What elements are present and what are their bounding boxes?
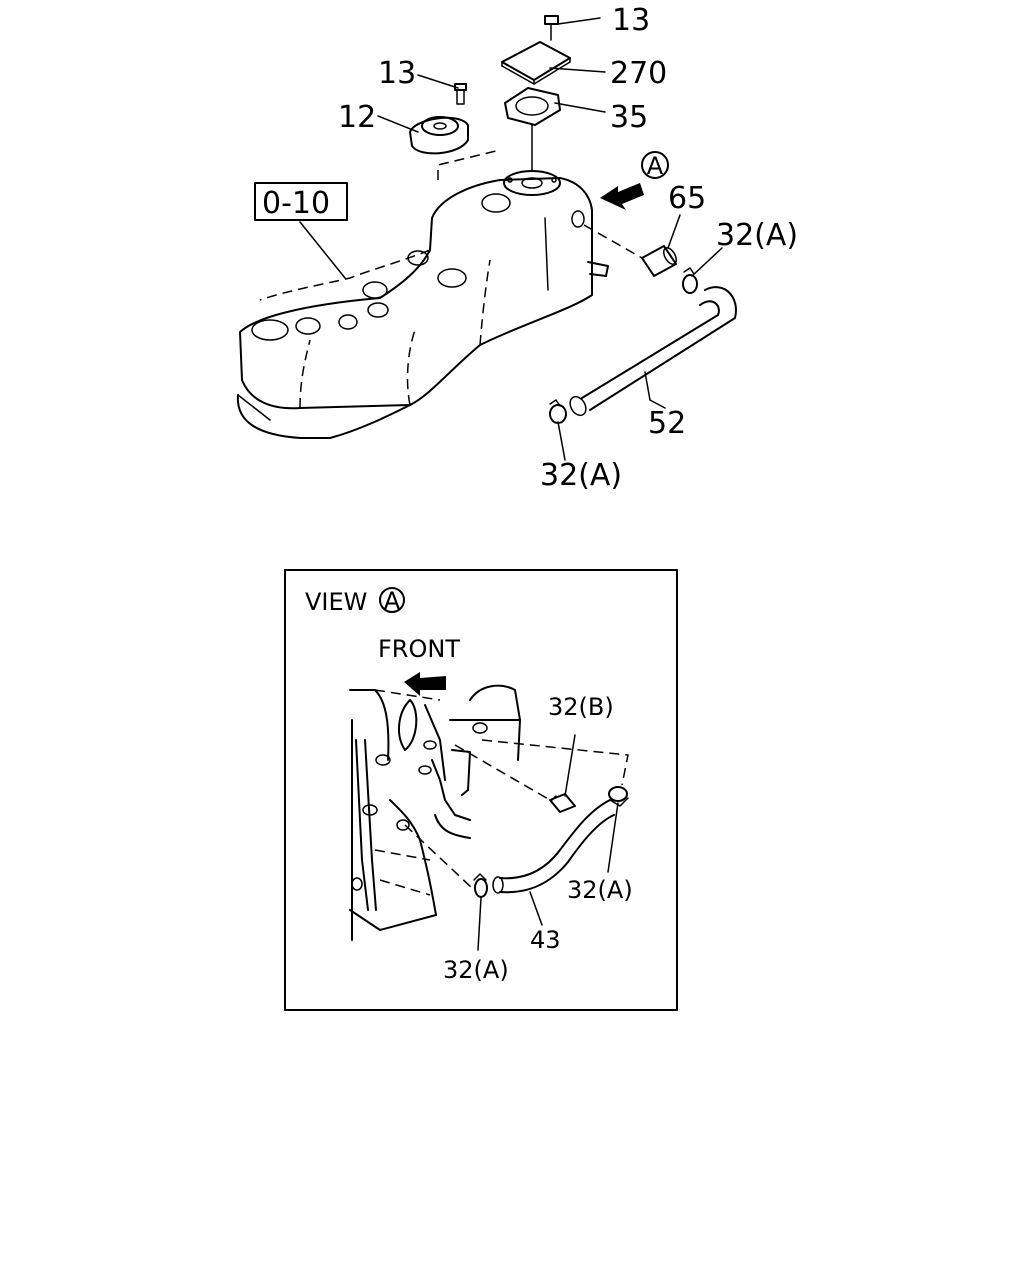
view-a-title: VIEW [305, 588, 367, 616]
clip-32a-bottom [473, 873, 488, 898]
callout-32a-upper: 32(A) [716, 218, 798, 253]
clip-32b [549, 793, 576, 813]
callout-43: 43 [530, 926, 561, 954]
front-arrow [404, 672, 446, 696]
view-direction-arrow [600, 183, 644, 210]
cap-mounting-line [437, 149, 501, 180]
front-label: FRONT [378, 635, 460, 663]
callout-65: 65 [668, 181, 706, 216]
view-a-box: VIEW A FRONT [284, 569, 678, 1011]
callout-32a-right: 32(A) [567, 876, 633, 904]
view-a-frame [284, 569, 678, 1011]
gasket-35 [504, 87, 561, 171]
callout-32a-bottom: 32(A) [443, 956, 509, 984]
rocker-cover [236, 177, 609, 439]
clip-32a-upper [682, 267, 698, 294]
callout-13-left: 13 [378, 56, 416, 91]
main-view: 13 270 35 13 12 0-10 A 65 32(A) 52 32(A) [236, 3, 798, 493]
bolt-13-top [544, 15, 559, 41]
clip-32a-lower [549, 399, 567, 424]
callout-32a-lower: 32(A) [540, 458, 622, 493]
view-a-dash-lines [404, 739, 629, 889]
callout-section-ref: 0-10 [262, 186, 330, 221]
hose-52 [569, 286, 737, 417]
callout-52: 52 [648, 406, 686, 441]
bolt-13-left [454, 83, 467, 105]
view-a-marker-circle [379, 587, 405, 613]
section-ref-box [254, 182, 348, 221]
hose-43 [492, 799, 615, 894]
view-marker-circle [641, 151, 669, 179]
callout-13-top: 13 [612, 3, 650, 38]
clip-32a-right [608, 786, 629, 807]
cover-plate-270 [501, 41, 571, 85]
main-leaders [299, 17, 723, 461]
engine-sketch [349, 684, 521, 941]
callout-270: 270 [610, 56, 667, 91]
breather-cap-12 [409, 116, 469, 155]
callout-35: 35 [610, 100, 648, 135]
callout-12: 12 [338, 100, 376, 135]
view-a-leaders [477, 734, 619, 951]
view-a-marker-letter: A [384, 587, 401, 615]
connector-65 [583, 224, 677, 277]
cover-port [503, 170, 561, 196]
callout-32b: 32(B) [548, 693, 614, 721]
view-marker-letter: A [647, 152, 664, 180]
